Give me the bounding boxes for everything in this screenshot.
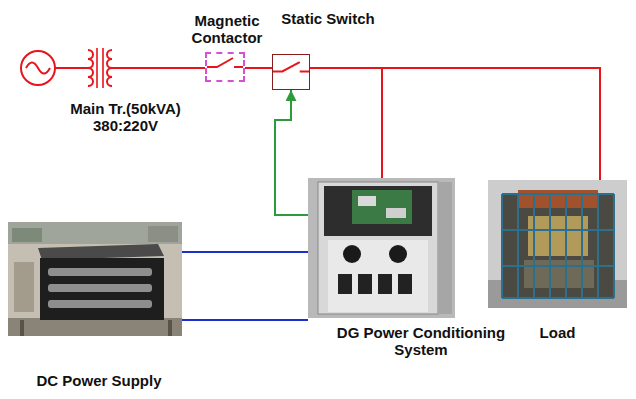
dc-supply-photo-art-part	[20, 320, 24, 336]
node-label: Static Switch	[263, 10, 393, 27]
pcs-cabinet-photo-art-part	[386, 208, 406, 218]
pcs-cabinet-photo-art-part	[328, 240, 428, 312]
load-photo-art-part	[502, 194, 614, 298]
pcs-cabinet-photo-art-part	[324, 186, 432, 236]
pcs-cabinet-photo-art-part	[389, 245, 407, 263]
load-photo-art-part	[518, 190, 598, 208]
node-label: DG Power Conditioning System	[321, 324, 521, 358]
dc-supply-photo-art-part	[48, 268, 152, 276]
wire-connector	[275, 90, 308, 215]
transformer-symbol-art-part	[76, 67, 88, 69]
source-wire	[55, 67, 76, 69]
pcs-cabinet-photo-art-part	[358, 274, 372, 294]
node-label: Main Tr.(50kVA) 380:220V	[48, 100, 203, 134]
dc-supply-photo-art-part	[8, 222, 182, 336]
load-photo-art	[488, 180, 627, 308]
dc-supply-photo-art-part	[148, 226, 178, 242]
pcs-cabinet-photo-art-part	[318, 182, 438, 314]
sine-wave	[26, 63, 50, 74]
pcs-cabinet-photo-art-part	[358, 196, 376, 206]
pcs-cabinet-photo-art-part	[398, 274, 412, 294]
wire-connector	[245, 67, 272, 69]
dc-supply-photo-art-part	[38, 244, 164, 260]
load-photo-art-part	[502, 194, 614, 298]
pcs-cabinet-photo-art	[308, 178, 455, 318]
transformer-symbol-art-part	[88, 50, 93, 86]
wire-connector	[310, 68, 382, 178]
transformer-symbol-art-part	[96, 48, 98, 88]
node-label: Magnetic Contactor	[187, 12, 267, 46]
load-photo-art-part	[528, 216, 588, 256]
wire-connector	[124, 67, 205, 69]
transformer-symbol: Main Tr.(50kVA) 380:220V	[76, 46, 124, 90]
transformer-symbol-art	[76, 46, 124, 90]
load-photo: Load	[488, 180, 627, 308]
contactor-box-art-part	[207, 58, 243, 67]
pcs-cabinet-photo-art-part	[438, 182, 452, 314]
pcs-cabinet-photo-art-part	[343, 245, 361, 263]
dc-supply-photo: DC Power Supply	[8, 222, 182, 336]
static-switch-box-art	[273, 55, 309, 89]
node-label: DC Power Supply	[8, 372, 190, 389]
dc-supply-photo-art	[8, 222, 182, 336]
dc-supply-photo-art-part	[12, 228, 42, 242]
ac-source-symbol	[21, 51, 55, 85]
node-label: Load	[488, 324, 627, 341]
transformer-symbol-art-part	[112, 67, 124, 69]
contactor-box-art	[207, 54, 243, 80]
dc-supply-photo-art-part	[48, 284, 152, 292]
wire-connector	[182, 319, 308, 321]
dc-supply-photo-art-part	[14, 262, 34, 312]
transformer-symbol-art-part	[102, 48, 104, 88]
pcs-cabinet-photo: DG Power Conditioning System	[308, 178, 455, 318]
transformer-symbol-art-part	[107, 50, 112, 86]
static-switch-box-art-part	[273, 62, 309, 71]
dc-supply-photo-art-part	[168, 320, 172, 336]
pcs-cabinet-photo-art-part	[352, 190, 412, 224]
wire-connector	[182, 251, 308, 253]
pcs-cabinet-photo-art-part	[338, 274, 352, 294]
dc-supply-photo-art-part	[48, 300, 152, 308]
pcs-cabinet-photo-art-part	[308, 178, 455, 318]
dc-supply-photo-art-part	[8, 222, 182, 244]
dc-supply-photo-art-part	[40, 258, 164, 320]
static-switch-box: Static Switch	[272, 54, 310, 90]
pcs-cabinet-photo-art-part	[378, 274, 392, 294]
load-photo-art-part	[488, 180, 627, 308]
wire-connector	[310, 68, 600, 180]
dc-supply-photo-art-part	[8, 318, 182, 336]
contactor-box: Magnetic Contactor	[205, 52, 245, 82]
